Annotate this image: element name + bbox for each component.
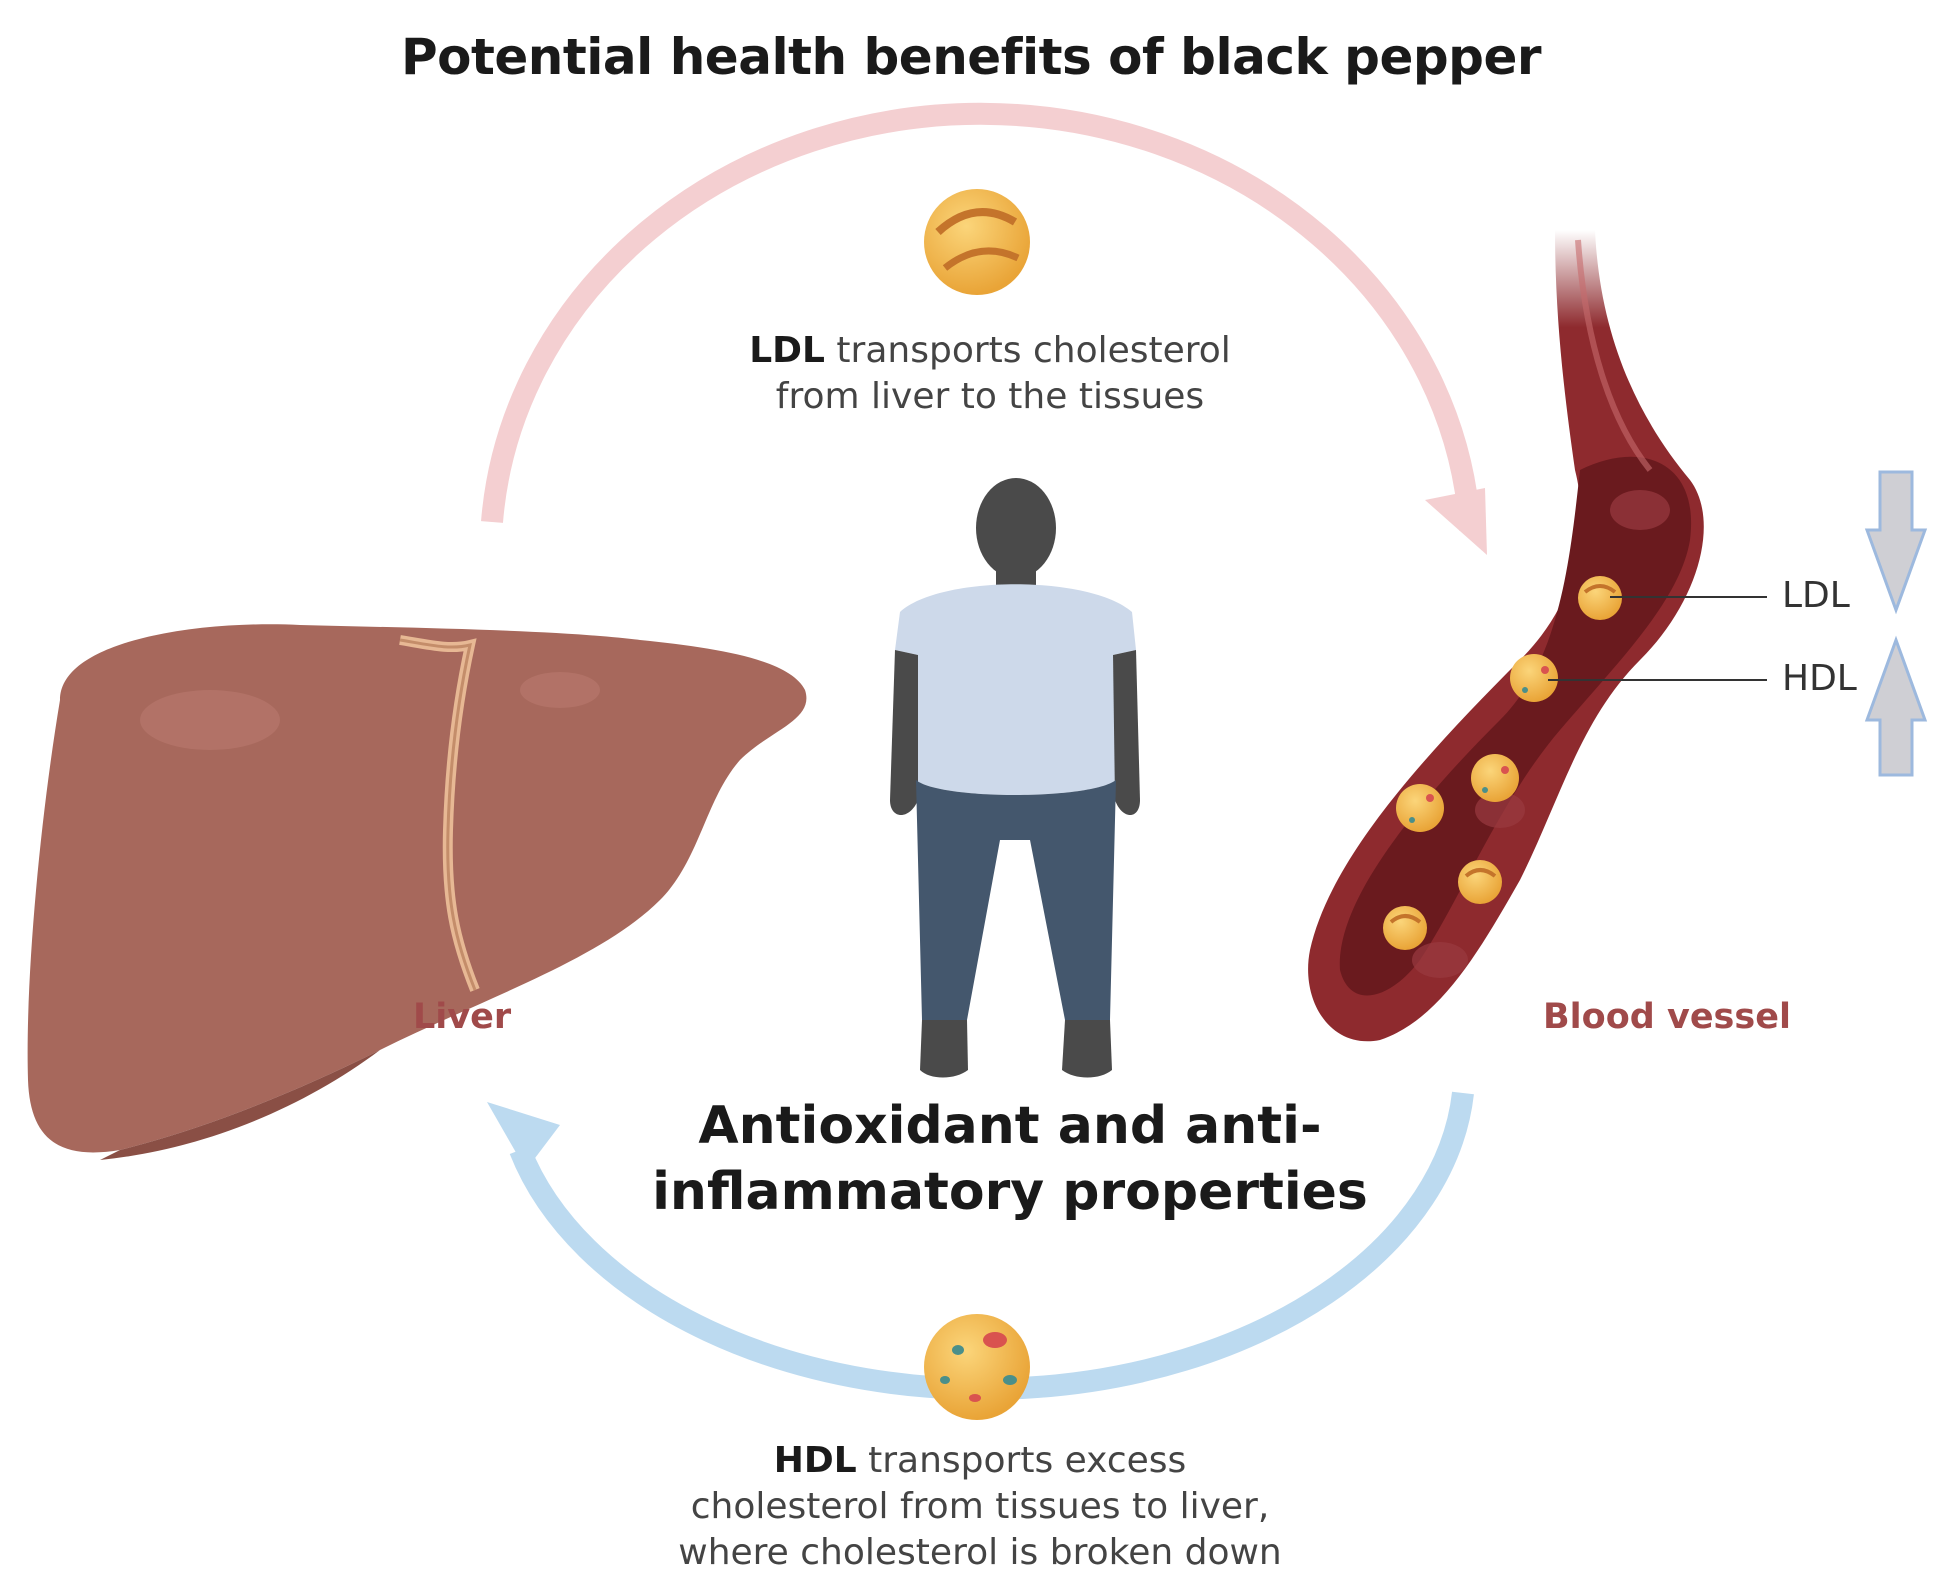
ldl-caption-line2: from liver to the tissues: [775, 376, 1205, 417]
ldl-flow-arrow: [481, 102, 1487, 555]
hdl-caption-bold: HDL: [773, 1440, 857, 1481]
hdl-label: HDL: [1782, 658, 1857, 699]
diagram-title: Potential health benefits of black peppe…: [400, 28, 1542, 86]
liver-label: Liver: [413, 997, 512, 1037]
hdl-caption-line3: where cholesterol is broken down: [678, 1532, 1282, 1573]
hdl-increase-arrow-icon: [1864, 635, 1928, 777]
vessel-hdl-particle-2: [1471, 754, 1519, 802]
ldl-particle-icon: [924, 189, 1030, 295]
blood-vessel-label: Blood vessel: [1543, 997, 1791, 1037]
center-line2: inflammatory properties: [652, 1162, 1368, 1222]
hdl-caption: HDL transports excess cholesterol from t…: [620, 1438, 1340, 1576]
ldl-caption: LDL transports cholesterol from liver to…: [690, 328, 1290, 420]
hdl-caption-line1: transports excess: [856, 1440, 1187, 1481]
vessel-ldl-particle-3: [1383, 906, 1427, 950]
hdl-flow-arrow: [487, 1091, 1474, 1400]
vessel-ldl-particle-2: [1458, 860, 1502, 904]
vessel-hdl-particle-1: [1510, 654, 1558, 702]
ldl-caption-line1: transports cholesterol: [824, 330, 1231, 371]
hdl-caption-line2: cholesterol from tissues to liver,: [690, 1486, 1270, 1527]
center-line1: Antioxidant and anti-: [698, 1096, 1322, 1156]
vessel-hdl-particle-3: [1396, 784, 1444, 832]
ldl-decrease-arrow-icon: [1864, 470, 1928, 615]
vessel-ldl-particle-1: [1578, 576, 1622, 620]
center-properties-text: Antioxidant and anti- inflammatory prope…: [620, 1093, 1400, 1225]
hdl-particle-icon: [924, 1314, 1030, 1420]
person-illustration: [890, 478, 1140, 1078]
blood-vessel-illustration: [1308, 230, 1704, 1042]
liver-illustration: [27, 624, 807, 1160]
ldl-label: LDL: [1782, 575, 1850, 616]
ldl-caption-bold: LDL: [749, 330, 825, 371]
